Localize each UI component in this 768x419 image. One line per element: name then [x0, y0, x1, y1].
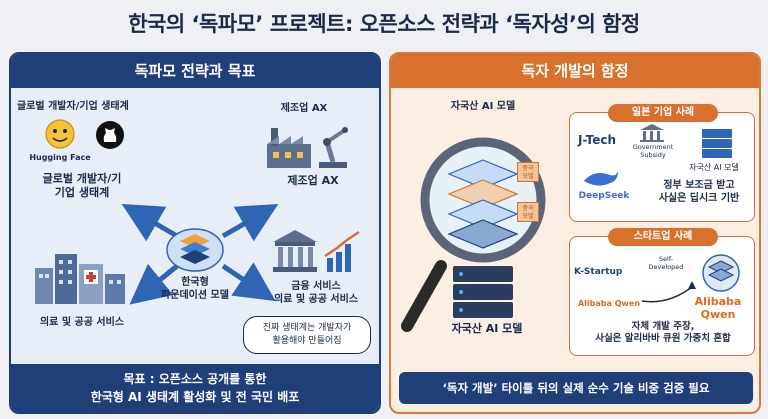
kstartup-label: K-Startup [574, 267, 623, 277]
speech-bubble-text: 진짜 생태계는 개발자가 활용해야 만들어짐 [262, 323, 352, 346]
deepseek-label: DeepSeek [578, 191, 630, 201]
self-developed-label: Self- Developed [648, 255, 684, 271]
ecosystem-speech-bubble: 진짜 생태계는 개발자가 활용해야 만들어짐 [243, 316, 371, 354]
ecosystem-label: 글로벌 개발자/기 기업 생태계 [42, 172, 122, 199]
japan-case-box: 일본 기업 사례 J-Tech Government Subsidy 자국산 A… [569, 104, 755, 222]
foundation-model-label: 한국형 파운데이션 모델 [161, 277, 229, 301]
connection-arrows [121, 203, 279, 305]
deepseek-whale-icon [584, 171, 618, 186]
goal-line-1: 목표 : 오픈소스 공개를 통한 [123, 372, 267, 386]
foundation-model-icon [166, 228, 224, 272]
case1-note: 정부 보조금 받고 사실은 딥시크 기반 [658, 180, 740, 204]
manufacturing-heading: 제조업 AX [280, 103, 328, 114]
layer-tag-2: 중국 모델 [517, 202, 539, 222]
case2-note: 자체 개발 주장, 사실은 알리바바 큐원 가중치 혼합 [595, 321, 731, 344]
japan-case-title: 일본 기업 사례 [608, 104, 718, 122]
factory-robot-icon [267, 127, 348, 168]
medical-label: 의료 및 공공 서비스 [39, 317, 125, 328]
jtech-label: J-Tech [578, 133, 617, 147]
startup-case-title: 스타트업 사례 [608, 228, 718, 246]
startup-case-box: 스타트업 사례 K-Startup Self- Developed Alibab… [569, 228, 755, 356]
city-hospital-icon [35, 254, 125, 304]
copy-arrow-icon [641, 281, 696, 303]
strategy-goal-footer: 목표 : 오픈소스 공개를 통한 한국형 AI 생태계 활성화 및 전 국민 배… [11, 364, 379, 412]
case1-model-label: 자국산 AI 모델 [689, 163, 739, 172]
model-top-label: 자국산 AI 모델 [450, 101, 516, 112]
verification-footer: ‘독자 개발’ 타이틀 뒤의 실제 순수 기술 비중 검증 필요 [399, 372, 753, 404]
goal-line-2: 한국형 AI 생태계 활성화 및 전 국민 배포 [90, 390, 300, 404]
government-building-icon [640, 124, 664, 142]
alibaba-big-label: Alibaba Qwen [694, 295, 742, 321]
alibaba-small-label: Alibaba Qwen [577, 299, 641, 308]
magnifier-server-icon [401, 137, 546, 332]
server-stack-icon [702, 129, 732, 158]
strategy-panel-header: 독파모 전략과 목표 [11, 54, 379, 88]
finance-label: 금융 서비스 의료 및 공공 서비스 [273, 281, 359, 305]
page-title: 한국의 ‘독파모’ 프로젝트: 오픈소스 전략과 ‘독자성’의 함정 [128, 12, 640, 36]
finance-bank-icon [273, 230, 360, 272]
strategy-panel: 독파모 전략과 목표 글로벌 개발자/기업 생태계 Hugging Face 글… [9, 52, 381, 414]
subsidy-label: Government Subsidy [632, 143, 674, 159]
trap-panel-header: 독자 개발의 함정 [391, 54, 759, 88]
manufacturing-label: 제조업 AX [287, 174, 339, 187]
hugging-face-icon [45, 119, 75, 149]
ecosystem-heading: 글로벌 개발자/기업 생태계 [17, 101, 129, 112]
trap-panel: 독자 개발의 함정 자국산 AI 모델 중국 모델 중국 모델 자국산 AI 모… [389, 52, 761, 414]
model-stack-icon [702, 254, 740, 292]
hugging-face-label: Hugging Face [29, 153, 91, 162]
github-icon [96, 121, 124, 149]
layer-tag-1: 중국 모델 [517, 162, 539, 182]
model-bottom-label: 자국산 AI 모델 [451, 322, 523, 335]
